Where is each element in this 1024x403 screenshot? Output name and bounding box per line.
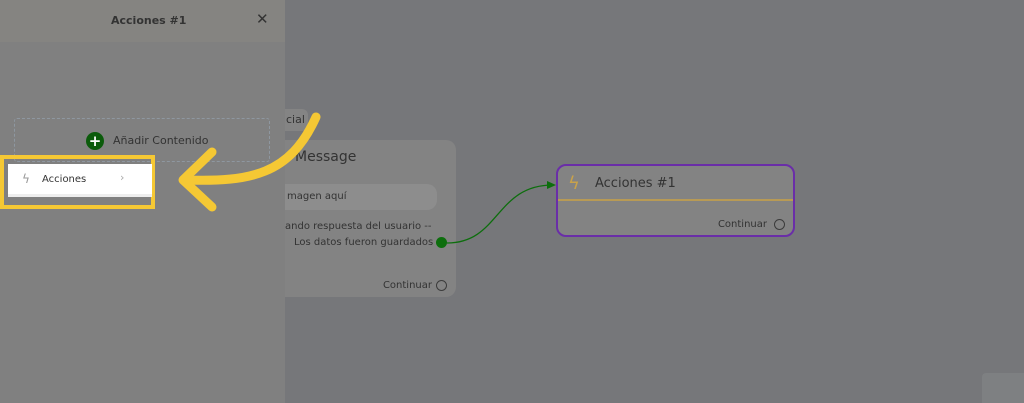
continue-connector[interactable] — [436, 280, 447, 291]
continue-connector[interactable] — [774, 219, 785, 230]
data-saved-text: Los datos fueron guardados — [294, 237, 434, 248]
lightning-icon: ϟ — [568, 173, 580, 194]
add-content-label: Añadir Contenido — [113, 134, 209, 147]
close-icon[interactable]: ✕ — [256, 10, 269, 28]
message-node-title: Message — [295, 149, 357, 165]
continue-label: Continuar — [382, 280, 432, 291]
header-divider — [558, 199, 793, 201]
menu-item-acciones[interactable]: ϟ Acciones › — [8, 164, 152, 197]
menu-item-label: Acciones — [42, 174, 87, 185]
lightning-icon: ϟ — [22, 172, 30, 186]
plus-icon: + — [86, 132, 104, 150]
actions-node[interactable]: ϟ Acciones #1 Continuar — [556, 164, 795, 237]
continue-label: Continuar — [717, 219, 767, 230]
highlight-box: ϟ Acciones › — [0, 155, 155, 209]
chevron-right-icon: › — [120, 171, 125, 184]
panel-header: Acciones #1 ✕ — [0, 0, 285, 42]
panel-title: Acciones #1 — [111, 14, 187, 27]
waiting-response-text: ando respuesta del usuario -- — [285, 221, 432, 232]
side-panel: Acciones #1 ✕ + Añadir Contenido — [0, 0, 285, 403]
image-placeholder[interactable]: magen aquí — [275, 184, 437, 210]
corner-control[interactable] — [982, 373, 1024, 403]
actions-node-title: Acciones #1 — [595, 176, 676, 191]
output-connector-saved[interactable] — [436, 237, 447, 248]
